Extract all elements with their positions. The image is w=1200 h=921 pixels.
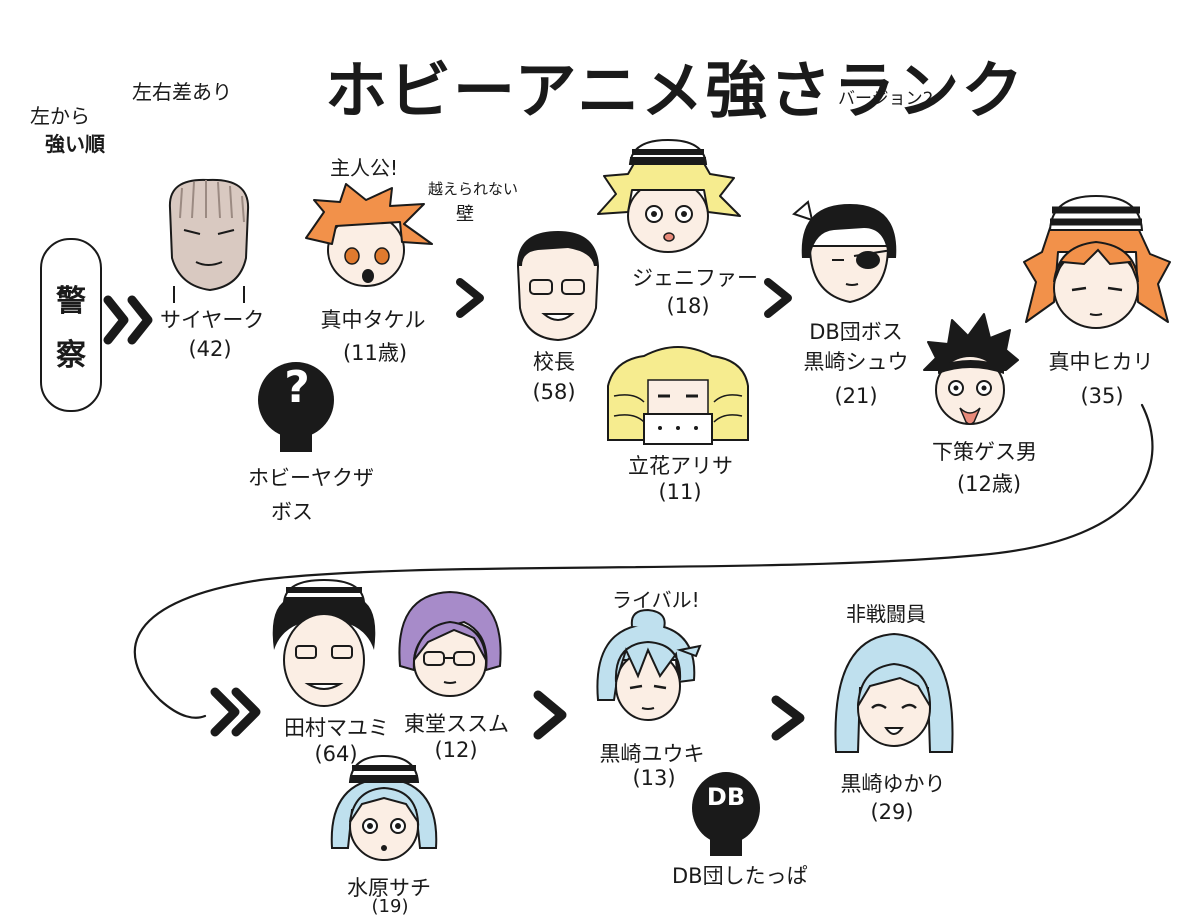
hikari-age: (35): [1080, 384, 1124, 408]
shu-name-line1: DB団ボス: [809, 320, 903, 344]
arisa-name: 立花アリサ: [628, 454, 733, 478]
shu-name-line2: 黒崎シュウ: [803, 350, 909, 374]
jennifer-age: (18): [666, 294, 710, 318]
jennifer-name: ジェニファー: [632, 266, 758, 290]
saiyaku-name: サイヤーク: [160, 308, 265, 332]
yuki-portrait: [596, 608, 702, 721]
susumu-portrait: [398, 590, 502, 697]
police-char-2: 察: [56, 338, 86, 373]
takeru-portrait: [305, 183, 433, 287]
connector-curve: [133, 403, 1154, 719]
sachi-name: 水原サチ: [347, 876, 431, 900]
double-chevron-1: [103, 295, 129, 345]
yuki-age: (13): [632, 766, 676, 790]
double-chevron-4b: [231, 687, 261, 737]
note-order-line1: 左から: [30, 104, 90, 128]
jennifer-portrait: [597, 138, 741, 253]
hobby-yakuza-silhouette: [258, 362, 334, 452]
gesuo-name: 下策ゲス男: [932, 440, 1037, 464]
sachi-portrait: [330, 754, 438, 861]
db-minion-name: DB団したっぱ: [672, 864, 808, 888]
page-subtitle: バージョン2: [838, 89, 934, 109]
principal-portrait: [516, 230, 600, 342]
note-wall-line2: 壁: [456, 204, 474, 225]
mayumi-portrait: [272, 578, 376, 707]
note-order-line2: 強い順: [45, 132, 105, 156]
yukari-age: (29): [870, 800, 914, 824]
double-chevron-1b: [127, 295, 153, 345]
police-char-1: 警: [56, 284, 86, 319]
mayumi-age: (64): [314, 742, 358, 766]
note-left-right: 左右差あり: [132, 80, 232, 104]
susumu-name: 東堂ススム: [404, 712, 509, 736]
yuki-name: 黒崎ユウキ: [599, 742, 705, 766]
takeru-name: 真中タケル: [320, 308, 426, 332]
hobby-yakuza-question-mark: ?: [284, 362, 310, 413]
sachi-age: (19): [371, 896, 409, 917]
db-minion-silhouette: [692, 772, 760, 856]
mayumi-name: 田村マユミ: [284, 716, 389, 740]
hikari-portrait: [1023, 194, 1171, 329]
hikari-name: 真中ヒカリ: [1048, 350, 1154, 374]
chevron-5: [533, 690, 567, 740]
hobby-yakuza-name-line2: ボス: [271, 500, 313, 524]
note-wall-line1: 越えられない: [428, 180, 519, 198]
principal-age: (58): [532, 380, 576, 404]
page-title: ホビーアニメ強さランク: [325, 54, 1026, 127]
db-minion-symbol: DB: [706, 783, 746, 811]
principal-name: 校長: [533, 350, 575, 374]
gesuo-age: (12歳): [956, 472, 1022, 496]
saiyaku-age: (42): [188, 337, 232, 361]
note-rival: ライバル!: [612, 588, 700, 612]
shu-age: (21): [834, 384, 878, 408]
note-noncombat: 非戦闘員: [846, 602, 926, 626]
arisa-portrait: [607, 346, 749, 445]
saiyaku-portrait: [168, 178, 250, 303]
note-hero: 主人公!: [330, 156, 399, 180]
yukari-portrait: [834, 632, 954, 753]
chevron-2: [456, 278, 484, 318]
chevron-3: [764, 278, 792, 318]
chevron-6: [771, 695, 805, 741]
shu-portrait: [792, 200, 897, 304]
takeru-age: (11歳): [342, 341, 408, 365]
hobby-yakuza-name-line1: ホビーヤクザ: [248, 466, 374, 490]
yukari-name: 黒崎ゆかり: [840, 772, 946, 796]
double-chevron-4: [210, 687, 240, 737]
gesuo-portrait: [923, 313, 1019, 425]
susumu-age: (12): [434, 738, 478, 762]
arisa-age: (11): [658, 480, 702, 504]
police-badge: 警 察: [40, 238, 102, 412]
